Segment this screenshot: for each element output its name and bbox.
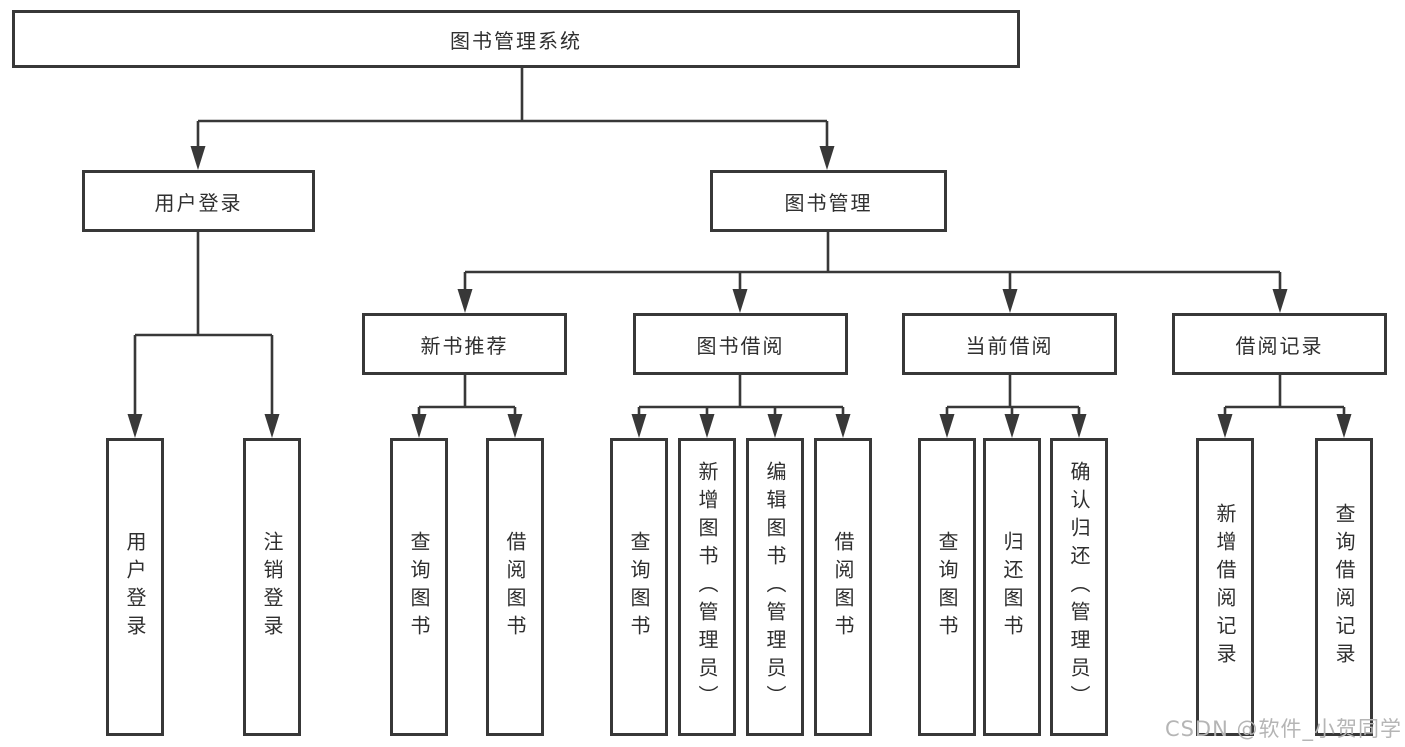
node-borrowing-records: 借阅记录 — [1172, 313, 1387, 375]
node-label: 借阅图书 — [831, 531, 855, 643]
node-label: 用户登录 — [154, 190, 243, 215]
node-label: 注销登录 — [260, 531, 284, 643]
leaf-user-login: 用户登录 — [106, 438, 164, 736]
leaf-query-books-recommend: 查询图书 — [390, 438, 448, 736]
leaf-borrow-books-borrow: 借阅图书 — [814, 438, 872, 736]
node-new-book-recommend: 新书推荐 — [362, 313, 567, 375]
leaf-add-books-admin: 新增图书（管理员） — [678, 438, 736, 736]
leaf-edit-books-admin: 编辑图书（管理员） — [746, 438, 804, 736]
node-label: 借阅图书 — [503, 531, 527, 643]
leaf-query-books-current: 查询图书 — [918, 438, 976, 736]
node-label: 新增图书（管理员） — [695, 461, 719, 713]
node-label: 编辑图书（管理员） — [763, 461, 787, 713]
node-book-management: 图书管理 — [710, 170, 947, 232]
watermark: CSDN @软件_小贺同学 — [1164, 717, 1402, 741]
node-label: 确认归还（管理员） — [1067, 461, 1091, 713]
node-label: 图书借阅 — [696, 333, 785, 358]
node-label: 当前借阅 — [965, 333, 1054, 358]
leaf-confirm-return-admin: 确认归还（管理员） — [1050, 438, 1108, 736]
node-library-management-system: 图书管理系统 — [12, 10, 1020, 68]
node-user-login: 用户登录 — [82, 170, 315, 232]
node-label: 查询图书 — [935, 531, 959, 643]
leaf-logout-login: 注销登录 — [243, 438, 301, 736]
node-label: 新增借阅记录 — [1213, 503, 1237, 671]
leaf-add-borrow-record: 新增借阅记录 — [1196, 438, 1254, 736]
leaf-borrow-books-recommend: 借阅图书 — [486, 438, 544, 736]
node-label: 查询图书 — [627, 531, 651, 643]
node-label: 归还图书 — [1000, 531, 1024, 643]
node-label: 用户登录 — [123, 531, 147, 643]
node-label: 查询借阅记录 — [1332, 503, 1356, 671]
node-book-borrowing: 图书借阅 — [633, 313, 848, 375]
leaf-query-books-borrow: 查询图书 — [610, 438, 668, 736]
leaf-return-books: 归还图书 — [983, 438, 1041, 736]
node-label: 借阅记录 — [1235, 333, 1324, 358]
node-current-borrowing: 当前借阅 — [902, 313, 1117, 375]
leaf-query-borrow-record: 查询借阅记录 — [1315, 438, 1373, 736]
node-label: 图书管理 — [784, 190, 873, 215]
node-label: 新书推荐 — [420, 333, 509, 358]
node-label: 查询图书 — [407, 531, 431, 643]
arrowheads — [127, 146, 1352, 438]
node-label: 图书管理系统 — [450, 28, 582, 53]
